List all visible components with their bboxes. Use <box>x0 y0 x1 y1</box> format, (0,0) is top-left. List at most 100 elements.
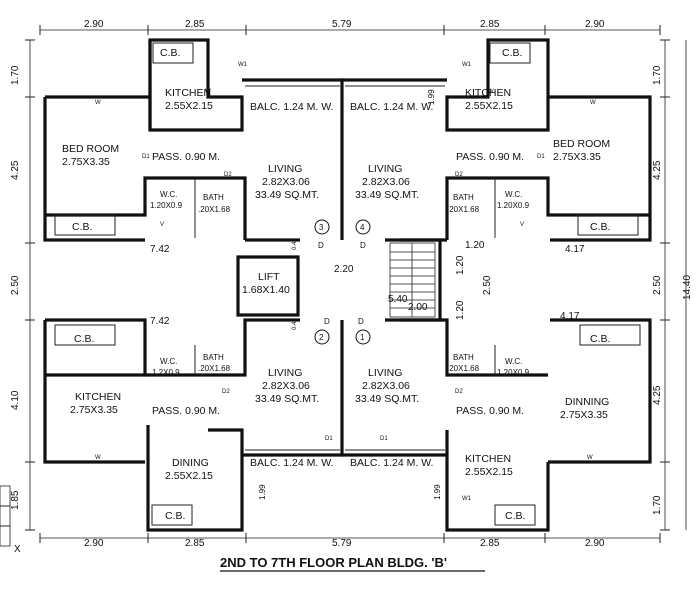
dim-bottom-4: 2.85 <box>480 538 500 549</box>
kitchen-bottom-left-size: 2.75X3.35 <box>70 404 118 416</box>
window-w1-tr: W1 <box>462 62 472 68</box>
balcony-top-left: BALC. 1.24 M. W. <box>250 101 333 113</box>
dim-left-3: 2.50 <box>10 275 21 295</box>
bath-top-left: BATH <box>203 193 224 202</box>
dim-top-2: 2.85 <box>185 19 205 30</box>
bath-top-right-size: .20X1.68 <box>447 205 480 214</box>
living-bottom-right: LIVING <box>368 367 402 379</box>
legend-x: X <box>14 544 21 555</box>
door-d1-tl: D1 <box>142 154 150 160</box>
walls <box>43 38 652 532</box>
dim-199-a: 1.99 <box>427 89 436 105</box>
dimension-text: 2.90 2.85 5.79 2.85 2.90 2.90 2.85 5.79 … <box>10 19 693 549</box>
dim-bottom-1: 2.90 <box>84 538 104 549</box>
door-d1-bl: D1 <box>325 436 333 442</box>
wc-top-left: W.C. <box>160 190 177 199</box>
dim-left-4: 4.10 <box>10 390 21 410</box>
cb-bottom-right: C.B. <box>505 510 525 522</box>
dim-199-c: 1.99 <box>433 484 442 500</box>
passage-top-right: PASS. 0.90 M. <box>456 151 524 163</box>
flat-4-number: 4 <box>360 223 365 232</box>
cb-bottom-left: C.B. <box>165 510 185 522</box>
living-top-left-area: 33.49 SQ.MT. <box>255 189 319 201</box>
wc-bottom-right: W.C. <box>505 357 522 366</box>
dimension-lines <box>25 25 687 543</box>
dim-top-1: 2.90 <box>84 19 104 30</box>
dim-120-a: 1.20 <box>465 240 485 251</box>
cb-right-1: C.B. <box>590 221 610 233</box>
window-w-tl: W <box>205 89 211 95</box>
living-bottom-left: LIVING <box>268 367 302 379</box>
flat-1-number: 1 <box>360 333 365 342</box>
dim-right-1: 1.70 <box>652 65 663 85</box>
dim-120-c: 1.20 <box>455 300 466 320</box>
flat-markers: 3 4 2 1 <box>314 219 371 345</box>
door-d2-bl: D2 <box>222 389 230 395</box>
staircase <box>389 242 436 318</box>
bath-top-right: BATH <box>453 193 474 202</box>
living-bottom-right-area: 33.49 SQ.MT. <box>355 393 419 405</box>
dim-stair-540: 5.40 <box>388 294 408 305</box>
dim-bottom-3: 5.79 <box>332 538 352 549</box>
dim-742-top: 7.42 <box>150 244 170 255</box>
door-window-markers: W1 W1 W W W W D1 D1 D2 D2 V V D D D D D2… <box>95 62 596 502</box>
bedroom-right-size: 2.75X3.35 <box>553 151 601 163</box>
wc-bottom-right-size: 1.20X0.9 <box>497 368 530 377</box>
legend-boxes: X <box>0 485 21 555</box>
dim-right-total: 14.40 <box>682 275 693 300</box>
cb-top-left: C.B. <box>160 47 180 59</box>
living-bottom-right-size: 2.82X3.06 <box>362 380 410 392</box>
wc-top-right: W.C. <box>505 190 522 199</box>
cb-right-2: C.B. <box>590 333 610 345</box>
plan-title: 2ND TO 7TH FLOOR PLAN BLDG. 'B' <box>220 555 447 570</box>
dim-top-3: 5.79 <box>332 19 352 30</box>
inner-lines <box>54 42 641 526</box>
window-w-tr: W <box>488 89 494 95</box>
window-w-bedl: W <box>95 100 101 106</box>
dim-right-3: 2.50 <box>652 275 663 295</box>
dim-045-a: 0.45 <box>292 238 298 250</box>
dim-bottom-5: 2.90 <box>585 538 605 549</box>
window-w1-br: W1 <box>462 496 472 502</box>
flat-3-number: 3 <box>319 223 324 232</box>
kitchen-bottom-left: KITCHEN <box>75 391 121 403</box>
wc-top-left-size: 1.20X0.9 <box>150 201 183 210</box>
living-top-left: LIVING <box>268 163 302 175</box>
kitchen-top-right-size: 2.55X2.15 <box>465 100 513 112</box>
lift-label: LIFT <box>258 271 280 283</box>
wc-bottom-left: W.C. <box>160 357 177 366</box>
door-d-4: D <box>360 241 366 250</box>
dim-250-r: 2.50 <box>482 275 493 295</box>
dining-left-size: 2.55X2.15 <box>165 470 213 482</box>
cb-left-1: C.B. <box>72 221 92 233</box>
kitchen-bottom-right-size: 2.55X2.15 <box>465 466 513 478</box>
wc-bottom-left-size: 1.2X0.9 <box>152 368 180 377</box>
bedroom-left: BED ROOM <box>62 143 119 155</box>
dim-bottom-2: 2.85 <box>185 538 205 549</box>
living-top-right-size: 2.82X3.06 <box>362 176 410 188</box>
balcony-bottom-left: BALC. 1.24 M. W. <box>250 457 333 469</box>
door-d1-tr: D1 <box>537 154 545 160</box>
dim-stair-200: 2.00 <box>408 302 428 313</box>
lift-size: 1.68X1.40 <box>242 284 290 296</box>
dim-left-5: 1.85 <box>10 490 21 510</box>
bath-bottom-right-size: .20X1.68 <box>447 364 480 373</box>
dim-120-b: 1.20 <box>455 255 466 275</box>
dinning-right-size: 2.75X3.35 <box>560 409 608 421</box>
window-w1-tl: W1 <box>238 62 248 68</box>
dim-lift-width: 2.20 <box>334 264 354 275</box>
living-bottom-left-area: 33.49 SQ.MT. <box>255 393 319 405</box>
dim-742-bottom: 7.42 <box>150 316 170 327</box>
dining-left: DINING <box>172 457 209 469</box>
bath-bottom-left-size: .20X1.68 <box>198 364 231 373</box>
window-w-bedr: W <box>590 100 596 106</box>
dim-417-bottom: 4.17 <box>560 311 580 322</box>
vent-v-tl: V <box>160 222 164 228</box>
living-top-right: LIVING <box>368 163 402 175</box>
balcony-bottom-right: BALC. 1.24 M. W. <box>350 457 433 469</box>
kitchen-bottom-right: KITCHEN <box>465 453 511 465</box>
dim-199-b: 1.99 <box>258 484 267 500</box>
passage-top-left: PASS. 0.90 M. <box>152 151 220 163</box>
living-top-right-area: 33.49 SQ.MT. <box>355 189 419 201</box>
